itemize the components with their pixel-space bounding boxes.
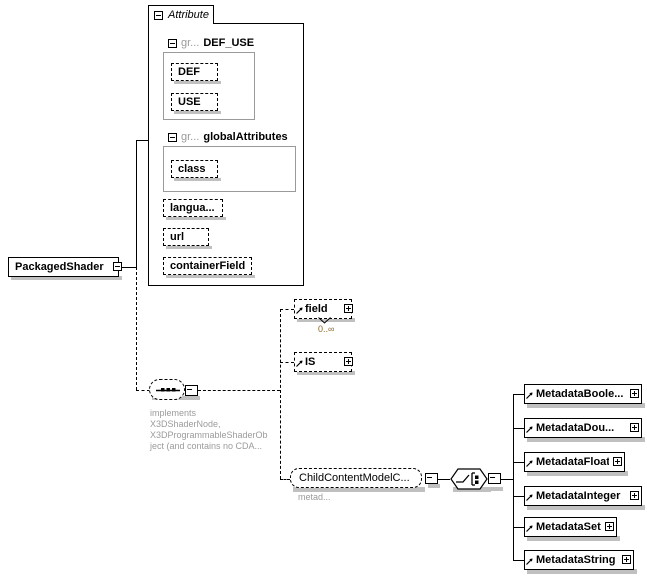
element-node-metadata-boolean[interactable]: MetadataBoole... (524, 384, 642, 404)
attribute-label-container-field: containerField (170, 260, 246, 272)
shadow-metadata-double (527, 437, 645, 442)
expand-metadata-float-icon[interactable] (613, 457, 622, 466)
element-label-field: field (305, 303, 328, 315)
attribute-node-language[interactable]: langua... (163, 199, 223, 217)
shadow-packaged-shader (11, 276, 122, 280)
shadow-sequence-control (188, 396, 200, 400)
group-prefix-global-attributes: gr... (181, 131, 200, 143)
attribute-label-language: langua... (170, 202, 215, 214)
collapse-attribute-icon[interactable] (154, 10, 163, 20)
element-node-metadata-set[interactable]: MetadataSet (524, 517, 617, 537)
connector-bus-to-child-content-model (280, 479, 290, 480)
connector-bus-to-metadata-double (513, 428, 524, 429)
element-label-metadata-integer: MetadataInteger (536, 490, 621, 502)
collapse-packaged-shader-icon[interactable] (113, 262, 122, 271)
element-node-metadata-string[interactable]: MetadataString (524, 550, 634, 570)
shadow-child-content-model-control (428, 484, 440, 488)
attribute-label-use: USE (178, 96, 201, 108)
element-node-metadata-integer[interactable]: MetadataInteger (524, 486, 642, 506)
connector-bus-to-is (280, 362, 294, 363)
group-name-def-use: DEF_USE (203, 37, 255, 49)
expand-metadata-set-icon[interactable] (605, 522, 614, 531)
element-node-metadata-double[interactable]: MetadataDou... (524, 418, 642, 438)
element-node-metadata-float[interactable]: MetadataFloat (524, 452, 625, 472)
attribute-node-def[interactable]: DEF (171, 63, 218, 81)
expand-is-icon[interactable] (344, 357, 353, 366)
group-header-global-attributes[interactable]: gr... globalAttributes (163, 128, 296, 147)
connector-bus-to-metadata-integer (513, 496, 524, 497)
expand-metadata-integer-icon[interactable] (630, 491, 639, 500)
connector-bus-to-metadata-float (513, 462, 524, 463)
child-content-model-annotation: metad... (298, 492, 331, 502)
expand-metadata-boolean-icon[interactable] (630, 389, 639, 398)
element-label-packaged-shader: PackagedShader (15, 261, 104, 273)
shadow-choice-control (491, 487, 503, 491)
shadow-url (166, 246, 212, 249)
occurs-label-field: 0..∞ (318, 324, 335, 334)
element-label-metadata-float: MetadataFloat (536, 456, 609, 468)
group-prefix-def-use: gr... (181, 37, 200, 49)
shadow-container-field (166, 275, 255, 278)
element-label-metadata-string: MetadataString (536, 554, 616, 566)
attribute-label-class: class (178, 163, 206, 175)
attribute-node-class[interactable]: class (171, 160, 218, 178)
connector-bus-to-metadata-boolean (513, 394, 524, 395)
connector-shader-to-sequence-vertical (136, 267, 137, 390)
tab-seam-mask (149, 23, 213, 24)
attribute-node-container-field[interactable]: containerField (163, 257, 252, 275)
shadow-class (174, 178, 221, 181)
connector-children-bus (280, 309, 281, 479)
expand-field-icon[interactable] (344, 304, 353, 313)
shadow-def (174, 81, 221, 84)
element-label-child-content-model: ChildContentModelC... (299, 472, 410, 484)
attribute-label-def: DEF (178, 66, 200, 78)
connector-attribute-horizontal (136, 140, 149, 141)
shadow-metadata-boolean (527, 403, 645, 408)
group-name-global-attributes: globalAttributes (203, 131, 288, 143)
shadow-metadata-integer (527, 505, 645, 510)
shadow-metadata-float (527, 471, 628, 476)
shadow-language (166, 217, 226, 220)
expand-metadata-string-icon[interactable] (622, 555, 631, 564)
connector-shader-to-attribute-stub (122, 267, 136, 268)
connector-choice-to-metadata-bus (501, 479, 513, 480)
connector-metadata-bus (513, 394, 514, 560)
connector-bus-to-field (280, 309, 294, 310)
element-node-child-content-model[interactable]: ChildContentModelC... (290, 468, 422, 488)
shadow-child-content-model (293, 487, 425, 492)
sequence-annotation-text: implements X3DShaderNode, X3DProgrammabl… (150, 408, 268, 451)
connector-shader-to-sequence-horizontal (136, 390, 150, 391)
attribute-node-use[interactable]: USE (171, 93, 218, 111)
element-node-field[interactable]: field (294, 299, 352, 319)
element-label-metadata-set: MetadataSet (536, 521, 601, 533)
connector-sequence-to-bus (198, 390, 280, 391)
shadow-use (174, 111, 221, 114)
element-label-metadata-double: MetadataDou... (536, 422, 615, 434)
connector-ccm-to-choice (438, 479, 450, 480)
collapse-child-content-model-icon[interactable] (425, 473, 438, 484)
attribute-container-label: Attribute (168, 9, 209, 21)
collapse-global-attributes-icon[interactable] (168, 132, 177, 142)
element-label-is: IS (305, 356, 316, 368)
connector-bus-to-metadata-set (513, 527, 524, 528)
shadow-metadata-string (527, 569, 637, 574)
group-header-def-use[interactable]: gr... DEF_USE (163, 34, 255, 53)
sequence-compositor-icon[interactable] (149, 379, 185, 400)
collapse-def-use-icon[interactable] (168, 38, 177, 48)
attribute-node-url[interactable]: url (163, 228, 209, 246)
shadow-is (297, 371, 355, 375)
shadow-metadata-set (527, 536, 620, 541)
expand-metadata-double-icon[interactable] (630, 423, 639, 432)
element-node-packaged-shader[interactable]: PackagedShader (8, 257, 119, 277)
choice-compositor-icon[interactable] (450, 468, 488, 490)
attribute-label-url: url (170, 231, 185, 243)
attribute-container-tab[interactable]: Attribute (148, 5, 214, 24)
collapse-choice-icon[interactable] (488, 473, 501, 484)
shadow-field (297, 318, 355, 322)
occurs-chevron-icon (318, 317, 331, 324)
connector-attribute-vertical (136, 140, 137, 267)
connector-bus-to-metadata-string (513, 560, 524, 561)
element-label-metadata-boolean: MetadataBoole... (536, 388, 624, 400)
collapse-sequence-icon[interactable] (185, 385, 198, 396)
